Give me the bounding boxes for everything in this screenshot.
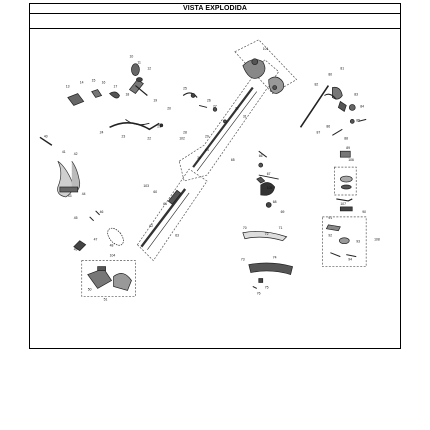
dashed-frame-upper xyxy=(234,39,298,94)
svg-text:89: 89 xyxy=(346,146,350,150)
svg-text:27: 27 xyxy=(213,104,217,108)
svg-text:71: 71 xyxy=(279,226,283,230)
document-frame: VISTA EXPLODIDA xyxy=(29,3,401,349)
gear-case xyxy=(67,93,85,106)
spool xyxy=(260,182,276,196)
svg-text:32: 32 xyxy=(235,106,239,110)
svg-text:11: 11 xyxy=(137,61,141,65)
d-handle xyxy=(107,227,124,246)
svg-text:72: 72 xyxy=(265,232,269,236)
svg-text:49: 49 xyxy=(74,248,78,252)
svg-text:28: 28 xyxy=(183,130,187,134)
svg-text:12: 12 xyxy=(147,67,151,71)
svg-text:40: 40 xyxy=(44,134,48,138)
svg-text:101: 101 xyxy=(263,47,269,51)
svg-text:105: 105 xyxy=(267,186,273,190)
svg-text:91: 91 xyxy=(328,216,332,220)
svg-text:62: 62 xyxy=(149,224,153,228)
document-title: VISTA EXPLODIDA xyxy=(30,4,400,14)
svg-text:22: 22 xyxy=(147,136,151,140)
exploded-view-diagram: 101 10 11 12 13 14 15 16 17 18 19 20 21 22 23 24 2… xyxy=(39,39,380,301)
svg-text:26: 26 xyxy=(207,98,211,102)
svg-text:21: 21 xyxy=(157,124,161,128)
svg-text:85: 85 xyxy=(356,118,360,122)
svg-text:83: 83 xyxy=(354,93,358,97)
svg-text:93: 93 xyxy=(356,240,360,244)
svg-text:84: 84 xyxy=(360,104,364,108)
svg-text:88: 88 xyxy=(344,136,348,140)
svg-text:29: 29 xyxy=(205,134,209,138)
svg-text:17: 17 xyxy=(114,85,118,89)
svg-text:19: 19 xyxy=(153,98,157,102)
svg-text:41: 41 xyxy=(62,150,66,154)
svg-text:18: 18 xyxy=(125,93,129,97)
svg-text:94: 94 xyxy=(348,258,352,262)
svg-text:80: 80 xyxy=(328,73,332,77)
svg-text:102: 102 xyxy=(179,136,185,140)
svg-text:107: 107 xyxy=(340,202,346,206)
svg-text:66: 66 xyxy=(259,154,263,158)
svg-text:20: 20 xyxy=(167,106,171,110)
svg-text:16: 16 xyxy=(102,81,106,85)
svg-text:61: 61 xyxy=(163,202,167,206)
svg-text:75: 75 xyxy=(265,285,269,289)
svg-text:104: 104 xyxy=(110,254,116,258)
svg-text:13: 13 xyxy=(66,85,70,89)
svg-text:63: 63 xyxy=(175,234,179,238)
svg-text:14: 14 xyxy=(80,81,84,85)
svg-text:87: 87 xyxy=(316,130,320,134)
svg-text:92: 92 xyxy=(328,234,332,238)
dashed-frame-shaft-top xyxy=(178,59,280,182)
svg-text:25: 25 xyxy=(183,87,187,91)
svg-text:106: 106 xyxy=(348,158,354,162)
svg-text:76: 76 xyxy=(257,291,261,295)
svg-text:86: 86 xyxy=(326,124,330,128)
svg-text:73: 73 xyxy=(241,258,245,262)
upper-shaft xyxy=(192,86,254,168)
svg-text:10: 10 xyxy=(129,55,133,59)
svg-text:24: 24 xyxy=(100,130,104,134)
svg-text:47: 47 xyxy=(94,238,98,242)
svg-text:60: 60 xyxy=(153,190,157,194)
lower-guard xyxy=(248,262,294,275)
svg-text:67: 67 xyxy=(267,172,271,176)
svg-text:48: 48 xyxy=(110,244,114,248)
header-spacer-row xyxy=(30,14,400,29)
small-box xyxy=(334,166,357,196)
svg-text:46: 46 xyxy=(100,210,104,214)
svg-text:90: 90 xyxy=(362,210,366,214)
svg-text:15: 15 xyxy=(92,79,96,83)
dashed-frame-shaft-bottom xyxy=(136,168,208,262)
svg-text:74: 74 xyxy=(273,256,277,260)
svg-text:42: 42 xyxy=(74,152,78,156)
lower-shaft xyxy=(140,188,187,248)
svg-text:45: 45 xyxy=(74,216,78,220)
svg-text:82: 82 xyxy=(314,83,318,87)
svg-text:103: 103 xyxy=(143,184,149,188)
svg-text:70: 70 xyxy=(243,226,247,230)
svg-text:64: 64 xyxy=(205,148,209,152)
svg-text:69: 69 xyxy=(281,210,285,214)
right-shaft xyxy=(299,85,330,128)
svg-text:50: 50 xyxy=(88,287,92,291)
svg-text:23: 23 xyxy=(122,134,126,138)
svg-text:31: 31 xyxy=(243,114,247,118)
grip xyxy=(167,189,182,205)
svg-text:108: 108 xyxy=(374,238,380,242)
svg-text:51: 51 xyxy=(104,297,108,301)
svg-text:65: 65 xyxy=(231,158,235,162)
cutting-guard xyxy=(242,231,288,242)
svg-text:44: 44 xyxy=(82,192,86,196)
svg-text:68: 68 xyxy=(273,200,277,204)
svg-text:81: 81 xyxy=(340,67,344,71)
spool-parts-box xyxy=(322,216,367,267)
svg-text:30: 30 xyxy=(197,156,201,160)
svg-text:43: 43 xyxy=(68,194,72,198)
